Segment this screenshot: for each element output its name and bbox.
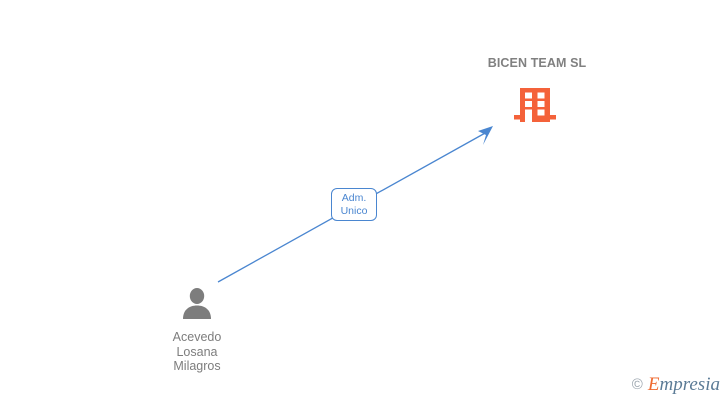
building-icon [514,88,556,122]
person-node[interactable]: Acevedo Losana Milagros [133,287,261,374]
company-node[interactable]: BICEN TEAM SL [447,56,627,127]
company-name: BICEN TEAM SL [487,56,587,70]
relation-label-line-1: Adm. [341,192,367,204]
person-name: Acevedo Losana Milagros [133,330,261,374]
watermark: © Empresia [632,375,720,394]
relation-label-line-2: Unico [340,205,368,217]
person-icon [183,288,211,319]
brand-initial: E [647,374,660,395]
person-name-line-3: Milagros [173,359,221,373]
copyright-icon: © [631,376,643,393]
arrowhead-icon [478,126,493,145]
brand-wordmark: Empresia [648,375,720,394]
relation-label[interactable]: Adm. Unico [331,188,377,221]
person-name-line-2: Losana [176,344,218,359]
person-name-line-1: Acevedo [172,330,222,344]
brand-rest: mpresia [659,374,720,395]
